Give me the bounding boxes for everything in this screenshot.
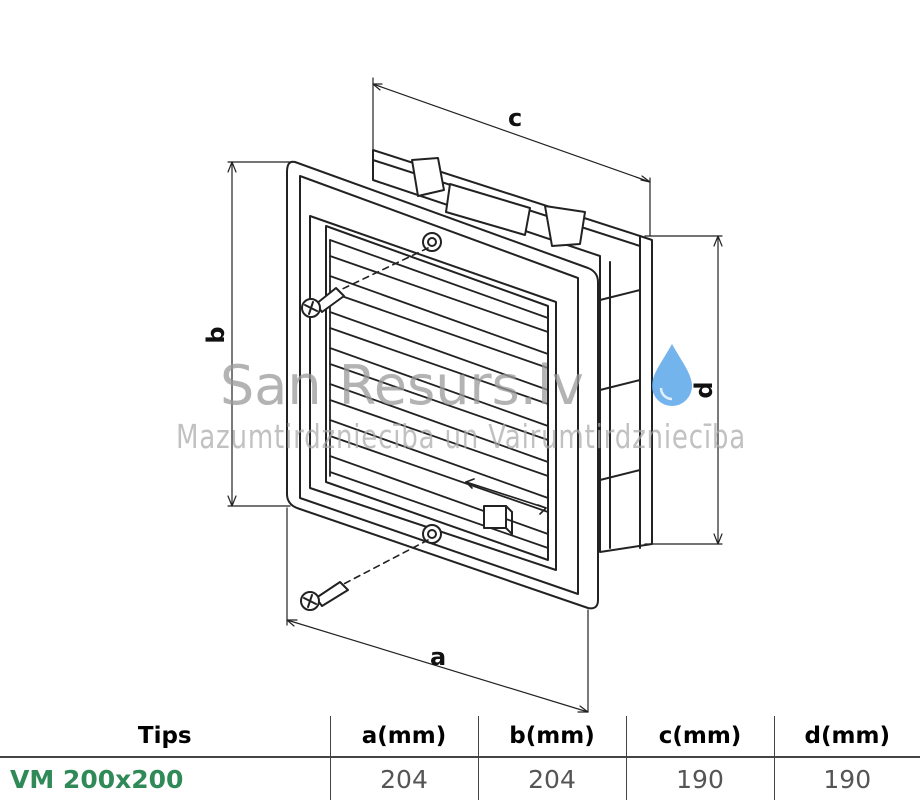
watermark-title: San Resurs.lv — [220, 354, 584, 417]
header-d: d(mm) — [773, 716, 920, 758]
dimension-lines — [227, 77, 723, 713]
screw-top — [301, 247, 429, 318]
header-a: a(mm) — [329, 716, 478, 758]
screw-hole-bottom — [422, 524, 442, 544]
table-row: VM 200x200 204 204 190 190 — [0, 757, 920, 800]
front-frame — [286, 160, 599, 610]
cell-model: VM 200x200 — [10, 764, 184, 794]
spec-table: Tips a(mm) b(mm) c(mm) d(mm) VM 200x200 … — [0, 716, 920, 800]
dimension-label-c: c — [508, 104, 522, 132]
watermark-subtitle: Mazumtirdzniecība un Vairumtirdzniecība — [176, 417, 746, 456]
screw-bottom — [300, 539, 429, 611]
cell-c: 190 — [625, 757, 774, 800]
cell-d: 190 — [773, 757, 920, 800]
header-c: c(mm) — [625, 716, 774, 758]
screw-hole-top — [422, 232, 442, 252]
duct-box — [372, 149, 653, 553]
spec-table-container: Tips a(mm) b(mm) c(mm) d(mm) VM 200x200 … — [0, 716, 920, 800]
header-tips: Tips — [0, 716, 330, 758]
dimension-label-b: b — [202, 326, 230, 343]
dimension-label-d: d — [690, 381, 718, 398]
grille-drawing: c b d a San Resurs.lv Mazumtirdzniecība … — [176, 77, 746, 713]
water-drop-icon — [652, 344, 692, 406]
header-b: b(mm) — [477, 716, 626, 758]
louvres — [329, 239, 549, 549]
cell-a: 204 — [329, 757, 478, 800]
cell-b: 204 — [477, 757, 626, 800]
dimension-label-a: a — [430, 643, 446, 671]
shutter-slider — [465, 478, 547, 535]
table-header-row: Tips a(mm) b(mm) c(mm) d(mm) — [0, 716, 920, 758]
